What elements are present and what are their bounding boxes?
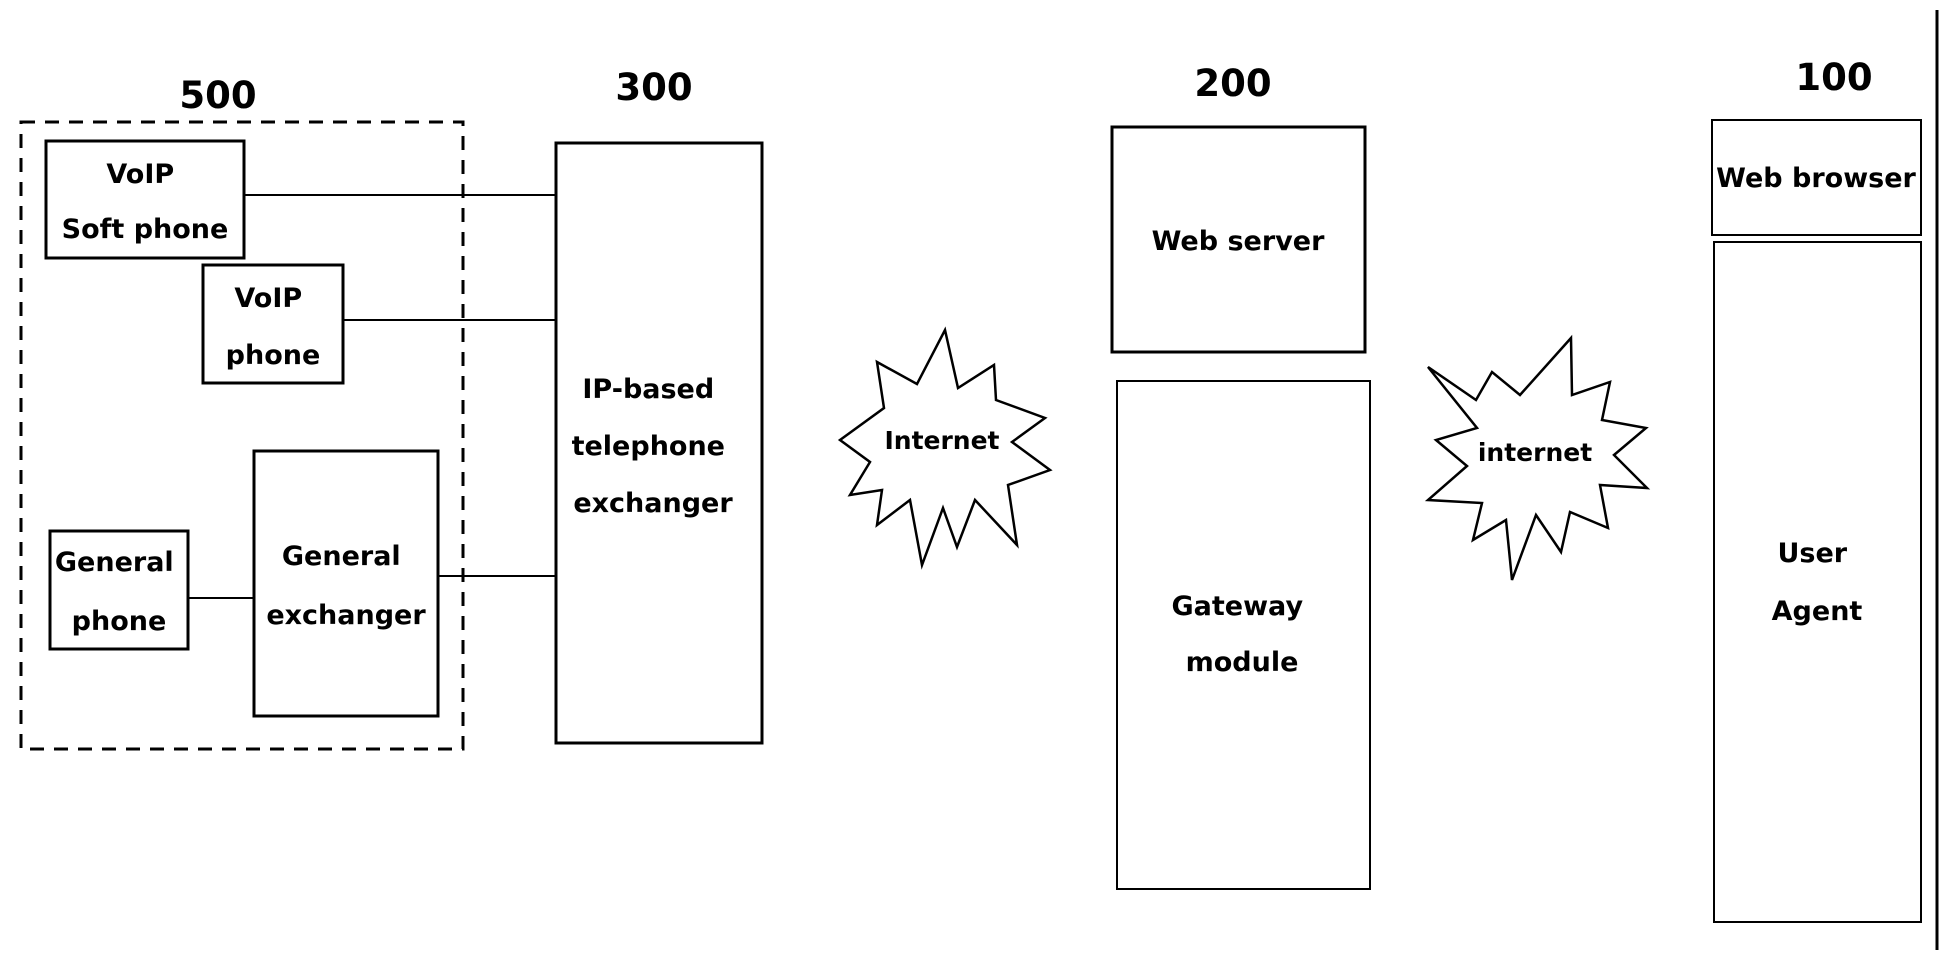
internet-cloud-left: Internet	[840, 330, 1050, 565]
ip-exchanger-label-line3: exchanger	[573, 488, 733, 519]
web-browser-box: Web browser	[1712, 120, 1921, 235]
general-exchanger-label-line1: General	[282, 541, 401, 572]
ref-number-300: 300	[615, 66, 692, 109]
gateway-module-label-line1: Gateway	[1172, 591, 1304, 622]
voip-soft-phone-label-line1: VoIP	[106, 159, 174, 190]
gateway-module-box: Gateway module	[1117, 381, 1370, 889]
internet-cloud-right: internet	[1428, 338, 1647, 580]
voip-phone-label-line2: phone	[226, 340, 321, 371]
internet-cloud-left-label: Internet	[884, 426, 999, 455]
general-exchanger-box: General exchanger	[254, 451, 438, 716]
general-phone-box: General phone	[50, 531, 188, 649]
svg-text:IP-based telephone: IP-based telephone exchanger	[572, 374, 735, 519]
voip-soft-phone-box: VoIP Soft phone	[46, 141, 244, 258]
general-phone-label-line2: phone	[72, 606, 167, 637]
internet-cloud-right-label: internet	[1478, 438, 1592, 467]
user-agent-label-line2: Agent	[1772, 596, 1863, 627]
general-exchanger-label-line2: exchanger	[266, 600, 426, 631]
general-phone-label-line1: General	[55, 547, 174, 578]
voip-phone-box: VoIP phone	[203, 265, 343, 383]
voip-phone-label-line1: VoIP	[234, 283, 302, 314]
web-browser-label: Web browser	[1716, 163, 1916, 194]
web-server-box: Web server	[1112, 127, 1365, 352]
ip-exchanger-label-line1: IP-based	[582, 374, 714, 405]
ref-number-200: 200	[1194, 62, 1271, 105]
ip-exchanger-box: IP-based telephone exchanger	[556, 143, 762, 743]
ref-number-100: 100	[1795, 56, 1872, 99]
voip-soft-phone-label-line2: Soft phone	[62, 214, 229, 245]
user-agent-box: User Agent	[1714, 242, 1921, 922]
web-server-label: Web server	[1152, 226, 1325, 257]
ip-exchanger-label-line2: telephone	[572, 431, 725, 462]
gateway-module-label-line2: module	[1186, 647, 1299, 678]
user-agent-label-line1: User	[1777, 538, 1847, 569]
ref-number-500: 500	[179, 74, 256, 117]
